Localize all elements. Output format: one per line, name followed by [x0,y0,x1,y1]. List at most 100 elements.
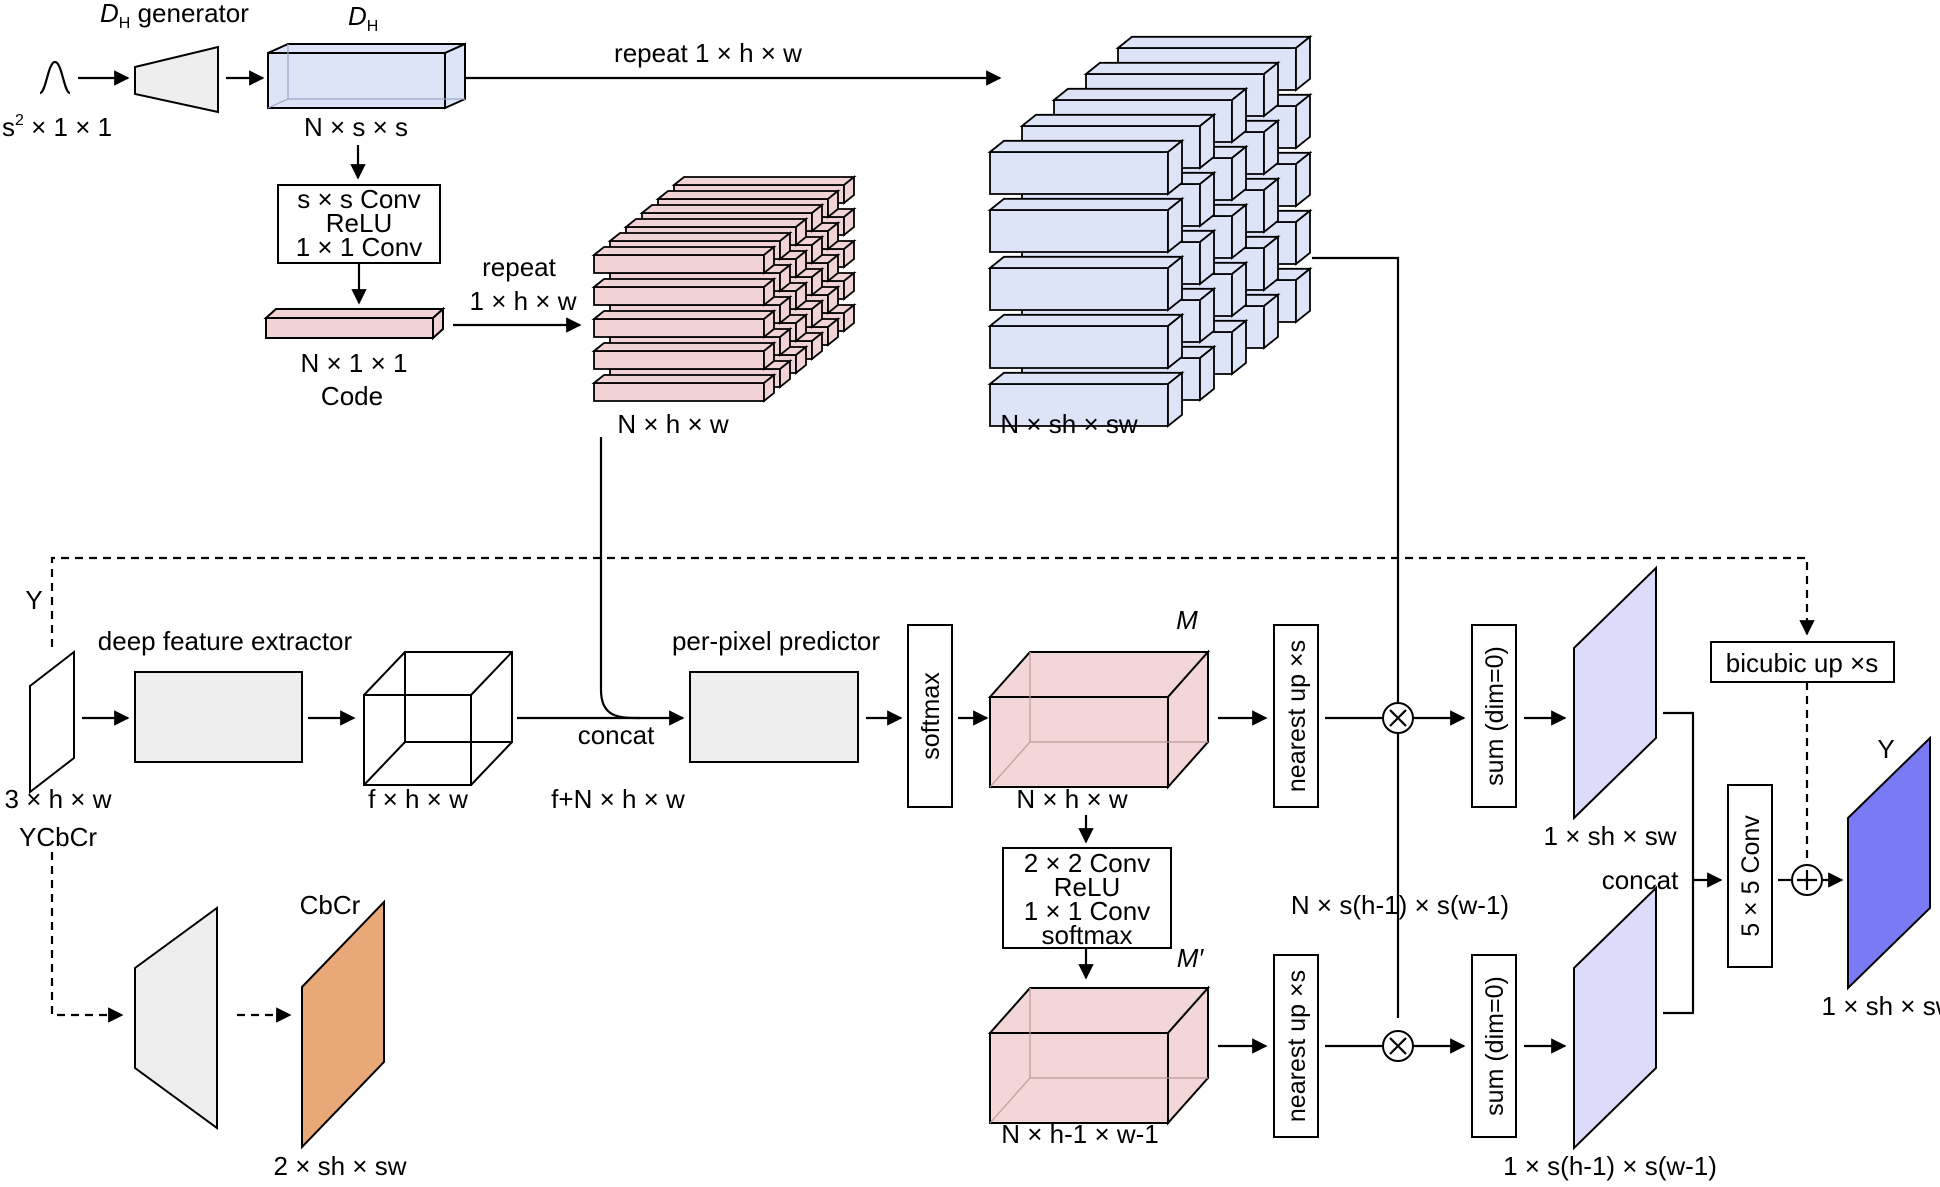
stack-slab-face [671,176,857,186]
stack-slab-face [827,253,839,283]
plane-1-shape-label: 1 × sh × sw [1544,821,1677,851]
stack-slab-face [763,341,775,371]
stack-slab-face [1295,208,1311,266]
dh-generator-block [134,45,219,114]
deep-feature-extractor-label: deep feature extractor [98,626,353,656]
code-label: Code [321,381,383,411]
stack-slab-face [1231,86,1247,144]
stack-slab-face [593,254,765,274]
stack-slab-face [779,263,791,293]
repeat-mid-label-2: 1 × h × w [470,286,577,316]
stack-slab-face [989,151,1169,195]
stack-slab-face [1263,118,1279,176]
per-pixel-predictor-block [689,671,859,763]
stack-slab-face [593,286,765,306]
dh-stack-shape-label: N × sh × sw [1000,409,1137,439]
stack-slab-face [591,374,777,384]
edge-code-stack-to-concat [599,437,641,720]
stack-slab-face [593,382,765,402]
conv-top-block [277,184,441,264]
output-plane-1 [1573,565,1657,821]
stack-slab-face [811,331,823,361]
stack-slab-face [779,295,791,325]
concat-label-2: concat [1602,865,1679,895]
dh-tensor [267,42,466,110]
stack-slab-face [1051,87,1249,101]
stack-slab-face [989,209,1169,253]
n-shape-label: N × s(h-1) × s(w-1) [1291,890,1509,920]
stack-slab-face [1231,144,1247,202]
stack-slab-face [1263,234,1279,292]
repeat-top-label: repeat 1 × h × w [614,38,802,68]
stack-slab-face [1295,92,1311,150]
stack-slab-face [795,249,807,279]
concat-shape-label: f+N × h × w [551,784,685,814]
cbcr-shape-label: 2 × sh × sw [274,1151,407,1181]
stack-slab-face [1199,228,1215,286]
stack-slab-face [593,350,765,370]
sum-block-2 [1471,954,1517,1138]
stack-slab-face [655,190,841,200]
dh-stack [987,34,1313,428]
stack-slab-face [779,231,791,261]
stack-slab-face [763,277,775,307]
m-label: M [1176,605,1198,635]
stack-slab-face [1115,35,1313,49]
conv-mid-line-2: ReLU [1054,872,1120,902]
m-prime-label: M′ [1177,943,1205,973]
stack-slab-face [811,267,823,297]
y-top-label: Y [25,585,42,615]
stack-slab-face [843,303,855,333]
stack-slab-face [1199,286,1215,344]
m-shape-label: N × h × w [1016,784,1127,814]
softmax-block [907,624,953,808]
stack-slab-face [987,197,1185,211]
stack-slab-face [795,281,807,311]
stack-slab-face [1263,292,1279,350]
stack-slab-face [843,239,855,269]
edge-plane-1-to-concat [1663,711,1695,1015]
conv-mid-line-4: softmax [1041,920,1132,950]
conv-5x5-label: 5 × 5 Conv [1737,815,1765,937]
stack-slab-face [1263,176,1279,234]
stack-slab-face [987,371,1185,385]
conv-top-line-1: s × s Conv [297,184,421,214]
stack-slab-face [795,313,807,343]
stack-slab-face [1199,170,1215,228]
stack-slab-face [639,204,825,214]
feature-shape-label: f × h × w [368,784,468,814]
stack-slab-face [1199,344,1215,402]
stack-slab-face [1167,138,1183,196]
stack-slab-face [763,309,775,339]
stack-slab-face [989,325,1169,369]
conv-mid-block [1002,847,1172,949]
code-tensor [263,306,446,341]
sum-block-1 [1471,624,1517,808]
stack-slab-face [989,267,1169,311]
stack-slab-face [1167,370,1183,428]
dh-label: DH [348,1,378,35]
multiply-op-2 [1382,1030,1414,1062]
input-plane [29,649,75,795]
noise-shape-label: s2 × 1 × 1 [2,112,112,142]
conv-top-line-2: ReLU [326,208,392,238]
m-prime-shape-label: N × h-1 × w-1 [1001,1119,1159,1149]
stack-slab-face [591,342,777,352]
stack-slab-face [1295,266,1311,324]
gaussian-noise-icon [39,60,71,95]
multiply-op-1 [1382,702,1414,734]
edge-cbcr-dashed [50,852,124,1023]
edge-y-dashed [50,556,1815,647]
stack-slab-face [827,285,839,315]
stack-slab-face [1167,254,1183,312]
bicubic-up-block [1710,641,1895,683]
stack-slab-face [623,218,809,228]
stack-slab-face [1231,202,1247,260]
stack-slab-face [843,207,855,237]
code-shape-label: N × 1 × 1 [301,348,408,378]
softmax-label: softmax [917,672,945,760]
out-shape-label: 1 × sh × sw [1822,991,1940,1021]
stack-slab-face [795,345,807,375]
stack-slab-face [827,317,839,347]
